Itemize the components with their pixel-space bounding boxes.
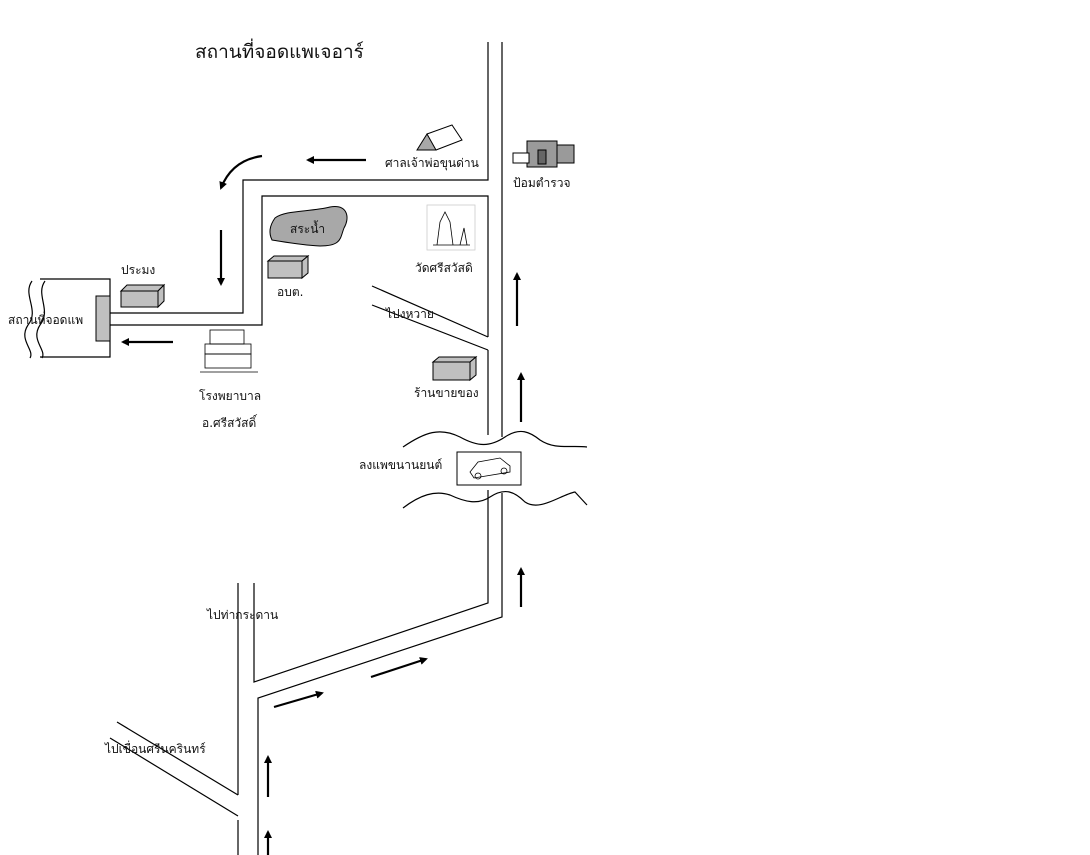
car-icon — [469, 457, 511, 480]
raft-dock — [95, 295, 111, 342]
pond-label: สระน้ำ — [290, 222, 326, 236]
arrow-icon — [219, 154, 263, 190]
shop-label: ร้านขายของ — [414, 386, 479, 400]
hospital-district-label: อ.ศรีสวัสดิ์ — [202, 416, 257, 430]
temple-label: วัดศรีสวัสดิ — [415, 261, 473, 275]
hospital-label: โรงพยาบาล — [199, 389, 262, 403]
map-title: สถานที่จอดแพเจอาร์ — [195, 41, 364, 63]
car-ferry-box — [456, 451, 522, 486]
arrow-icon — [273, 690, 324, 709]
to-ngwai-label: ไปงหวาย — [386, 307, 434, 321]
hospital-icon — [200, 329, 258, 373]
to-dam-label: ไปเขื่อนศรีนครินทร์ — [105, 742, 206, 756]
lower-road-edge — [253, 490, 489, 683]
shrine-label: ศาลเจ้าพ่อขุนด่าน — [385, 156, 479, 170]
sao-building-icon — [266, 254, 310, 280]
police-label: ป้อมตำรวจ — [513, 176, 571, 190]
pond-shape — [269, 206, 348, 247]
arrow-icon — [370, 657, 428, 679]
car-ferry-label: ลงแพขนานยนต์ — [359, 458, 443, 472]
road-outer-edge — [110, 42, 489, 314]
to-tha-kradan-label: ไปท่ากระดาน — [207, 608, 279, 622]
river-bank-top — [402, 430, 588, 448]
raft-parking-label: สถานที่จอดแพ — [8, 313, 84, 327]
shop-building-icon — [431, 355, 478, 382]
sao-label: อบต. — [277, 285, 304, 299]
river-bank-bottom — [402, 490, 588, 509]
direction-arrows — [121, 154, 525, 855]
fishery-label: ประมง — [121, 263, 156, 277]
police-box-icon — [512, 140, 575, 168]
roads — [24, 42, 588, 855]
road-inner-edge — [110, 195, 489, 337]
shrine-tent-icon — [416, 124, 463, 151]
temple-icon — [426, 204, 476, 251]
dam-road-edge — [116, 721, 239, 796]
fishery-building-icon — [119, 283, 166, 309]
ngwai-road-edge — [371, 285, 489, 338]
